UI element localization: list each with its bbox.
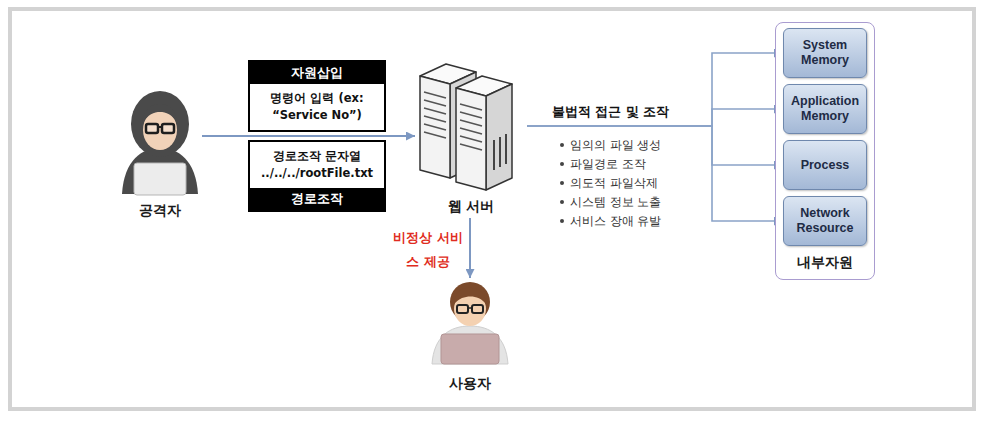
bullet-text: 파일경로 조작 (570, 156, 646, 172)
resource-box: System Memory (783, 28, 867, 78)
input-panel: 자원삽입명령어 입력 (ex: “Service No”) 경로조작 문자열 ..… (248, 60, 386, 212)
actor-label: 사용자 (449, 374, 491, 392)
resource-box: Network Resource (783, 196, 867, 246)
attacker-fringe (142, 104, 178, 124)
attacker-glasses (162, 124, 174, 133)
bullet-text: 서비스 장애 유발 (570, 213, 661, 229)
bullet-text: 시스템 정보 노출 (570, 194, 661, 210)
server-front (456, 88, 486, 190)
bullet-dot (560, 181, 564, 185)
server-side (486, 84, 512, 190)
edge-label-box: 비정상 서비스 제공 (393, 226, 463, 274)
edge-label: 비정상 서비스 제공 (393, 226, 463, 274)
bullet-dot (560, 219, 564, 223)
attacker-icon (122, 91, 198, 195)
panel-frame: 경로조작 문자열 ../../../rootFile.txt 경로조작 (248, 140, 386, 212)
panel-text: 자원삽입 (254, 65, 380, 81)
panel-text: 경로조작 문자열 ../../../rootFile.txt (255, 148, 379, 182)
attacker-glasses (146, 124, 158, 133)
frame-border (10, 9, 974, 409)
user-glasses (457, 305, 468, 313)
edge-label-box: 불법적 접근 및 조작 (552, 104, 702, 120)
user-icon (432, 282, 508, 364)
glasses-bridge (468, 307, 472, 309)
attacker-hood (131, 91, 189, 157)
server-icon (420, 64, 512, 190)
server-vents (460, 104, 482, 150)
input-field: 경로조작 문자열 ../../../rootFile.txt (250, 142, 384, 188)
resource-label: Process (801, 158, 850, 173)
bullet-dot (560, 200, 564, 204)
actor-figure: 공격자 (118, 92, 202, 222)
actor-figure: 사용자 (425, 278, 515, 395)
attacker-laptop (134, 163, 186, 195)
bullet-text: 의도적 파일삭제 (570, 175, 658, 191)
user-laptop (441, 334, 499, 364)
resource-label: Network Resource (788, 206, 862, 236)
bullet-item: 의도적 파일삭제 (570, 175, 658, 191)
resource-box: Application Memory (783, 84, 867, 134)
server-vents (424, 92, 446, 138)
resource-label: System Memory (788, 38, 862, 68)
resource-label: Application Memory (788, 94, 862, 124)
bullet-dot (560, 162, 564, 166)
actor-label: 공격자 (139, 201, 181, 219)
bullet-item: 시스템 정보 노출 (570, 194, 661, 210)
connector-arrow (527, 126, 783, 221)
group-label: 내부자원 (797, 253, 853, 271)
header-bar: 경로조작 (250, 188, 384, 210)
user-glasses (472, 305, 483, 313)
bullet-item: 임의의 파일 생성 (570, 137, 661, 153)
connector-arrow (527, 53, 783, 126)
resource-box: Process (783, 140, 867, 190)
server-slots (494, 134, 506, 170)
bullet-item: 서비스 장애 유발 (570, 213, 661, 229)
connector-arrow (202, 135, 415, 137)
input-field: 명령어 입력 (ex: “Service No”) (250, 84, 384, 130)
panel-text: 명령어 입력 (ex: “Service No”) (255, 90, 379, 124)
user-fringe (454, 288, 486, 304)
bullet-item: 파일경로 조작 (570, 156, 646, 172)
panel-text: 경로조작 (254, 191, 380, 207)
header-bar: 자원삽입 (250, 62, 384, 84)
resource-group: 내부자원 System MemoryApplication MemoryProce… (775, 22, 875, 280)
connector-arrow (469, 218, 471, 278)
actor-figure: 웹 서버 (415, 58, 527, 218)
bullet-dots (560, 143, 564, 223)
user-body (432, 326, 508, 364)
bullet-text: 임의의 파일 생성 (570, 137, 661, 153)
edge-label: 불법적 접근 및 조작 (552, 104, 702, 120)
glasses-bridge (158, 126, 162, 128)
bullet-dot (560, 143, 564, 147)
actor-label: 웹 서버 (448, 197, 495, 215)
connector-arrow (527, 126, 783, 165)
server-front (420, 76, 450, 178)
panel-frame: 자원삽입명령어 입력 (ex: “Service No”) (248, 60, 386, 132)
